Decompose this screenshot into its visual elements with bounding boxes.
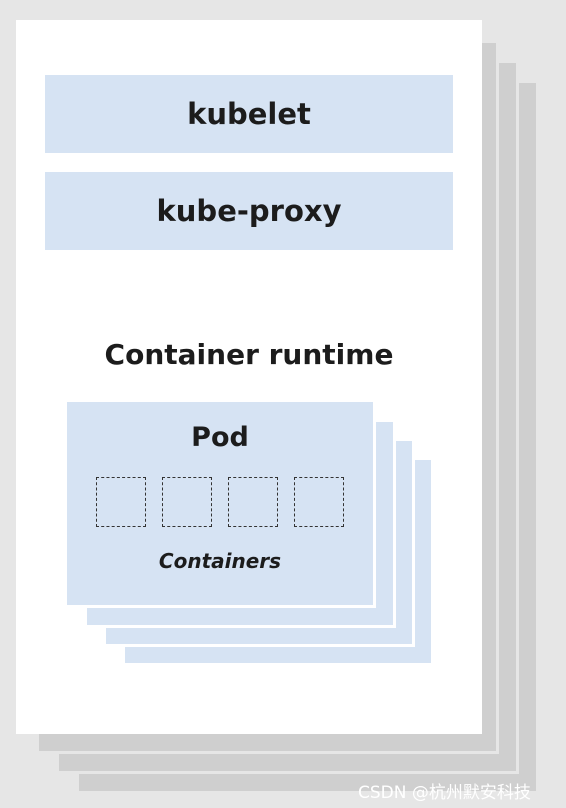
kubelet-box: kubelet	[45, 75, 453, 153]
watermark: CSDN @杭州默安科技	[358, 783, 531, 803]
containers-label: Containers	[158, 549, 282, 573]
kube-proxy-label: kube-proxy	[156, 194, 342, 228]
container-box	[228, 477, 278, 527]
pod-label: Pod	[191, 422, 249, 453]
pod-card: Pod Containers	[64, 399, 376, 608]
container-box	[294, 477, 344, 527]
kube-proxy-box: kube-proxy	[45, 172, 453, 250]
container-box	[96, 477, 146, 527]
container-runtime-label: Container runtime	[104, 338, 394, 371]
container-box	[162, 477, 212, 527]
kubelet-label: kubelet	[187, 97, 311, 131]
